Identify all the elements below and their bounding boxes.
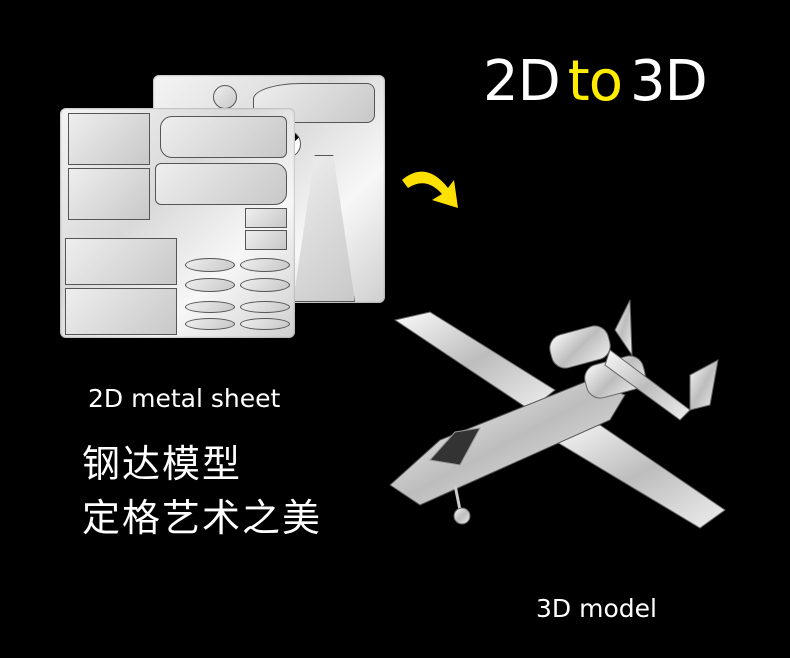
front-sheet bbox=[60, 108, 295, 338]
model-label: 3D model bbox=[536, 594, 657, 623]
tagline-line2: 定格艺术之美 bbox=[82, 496, 323, 540]
title-2d: 2D bbox=[483, 49, 561, 114]
title-3d: 3D bbox=[629, 49, 708, 114]
metal-sheet-image bbox=[60, 75, 390, 345]
aircraft-model-image bbox=[389, 299, 726, 529]
metal-sheet-label: 2D metal sheet bbox=[88, 384, 281, 413]
tagline-line1: 钢达模型 bbox=[82, 442, 243, 486]
title-to: to bbox=[567, 49, 623, 114]
curved-arrow-right-down-icon bbox=[402, 171, 458, 208]
